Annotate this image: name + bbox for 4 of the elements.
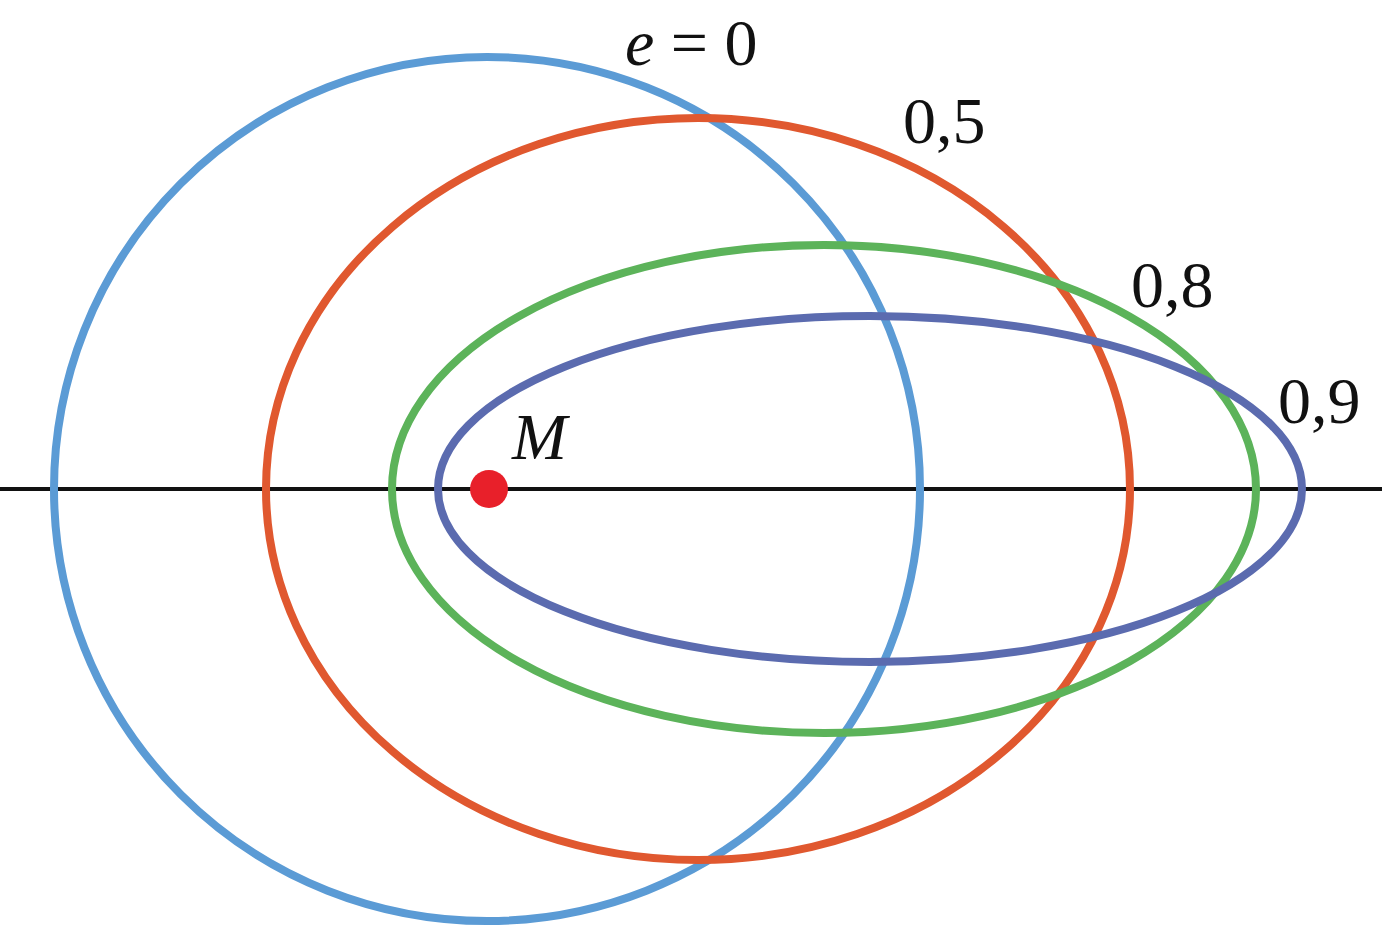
eccentricity-label: 0,5 <box>903 88 986 154</box>
eccentricity-label: 0,8 <box>1131 252 1214 318</box>
eccentricity-label: 0,9 <box>1278 368 1361 434</box>
eccentricity-label: e = 0 <box>625 10 758 76</box>
